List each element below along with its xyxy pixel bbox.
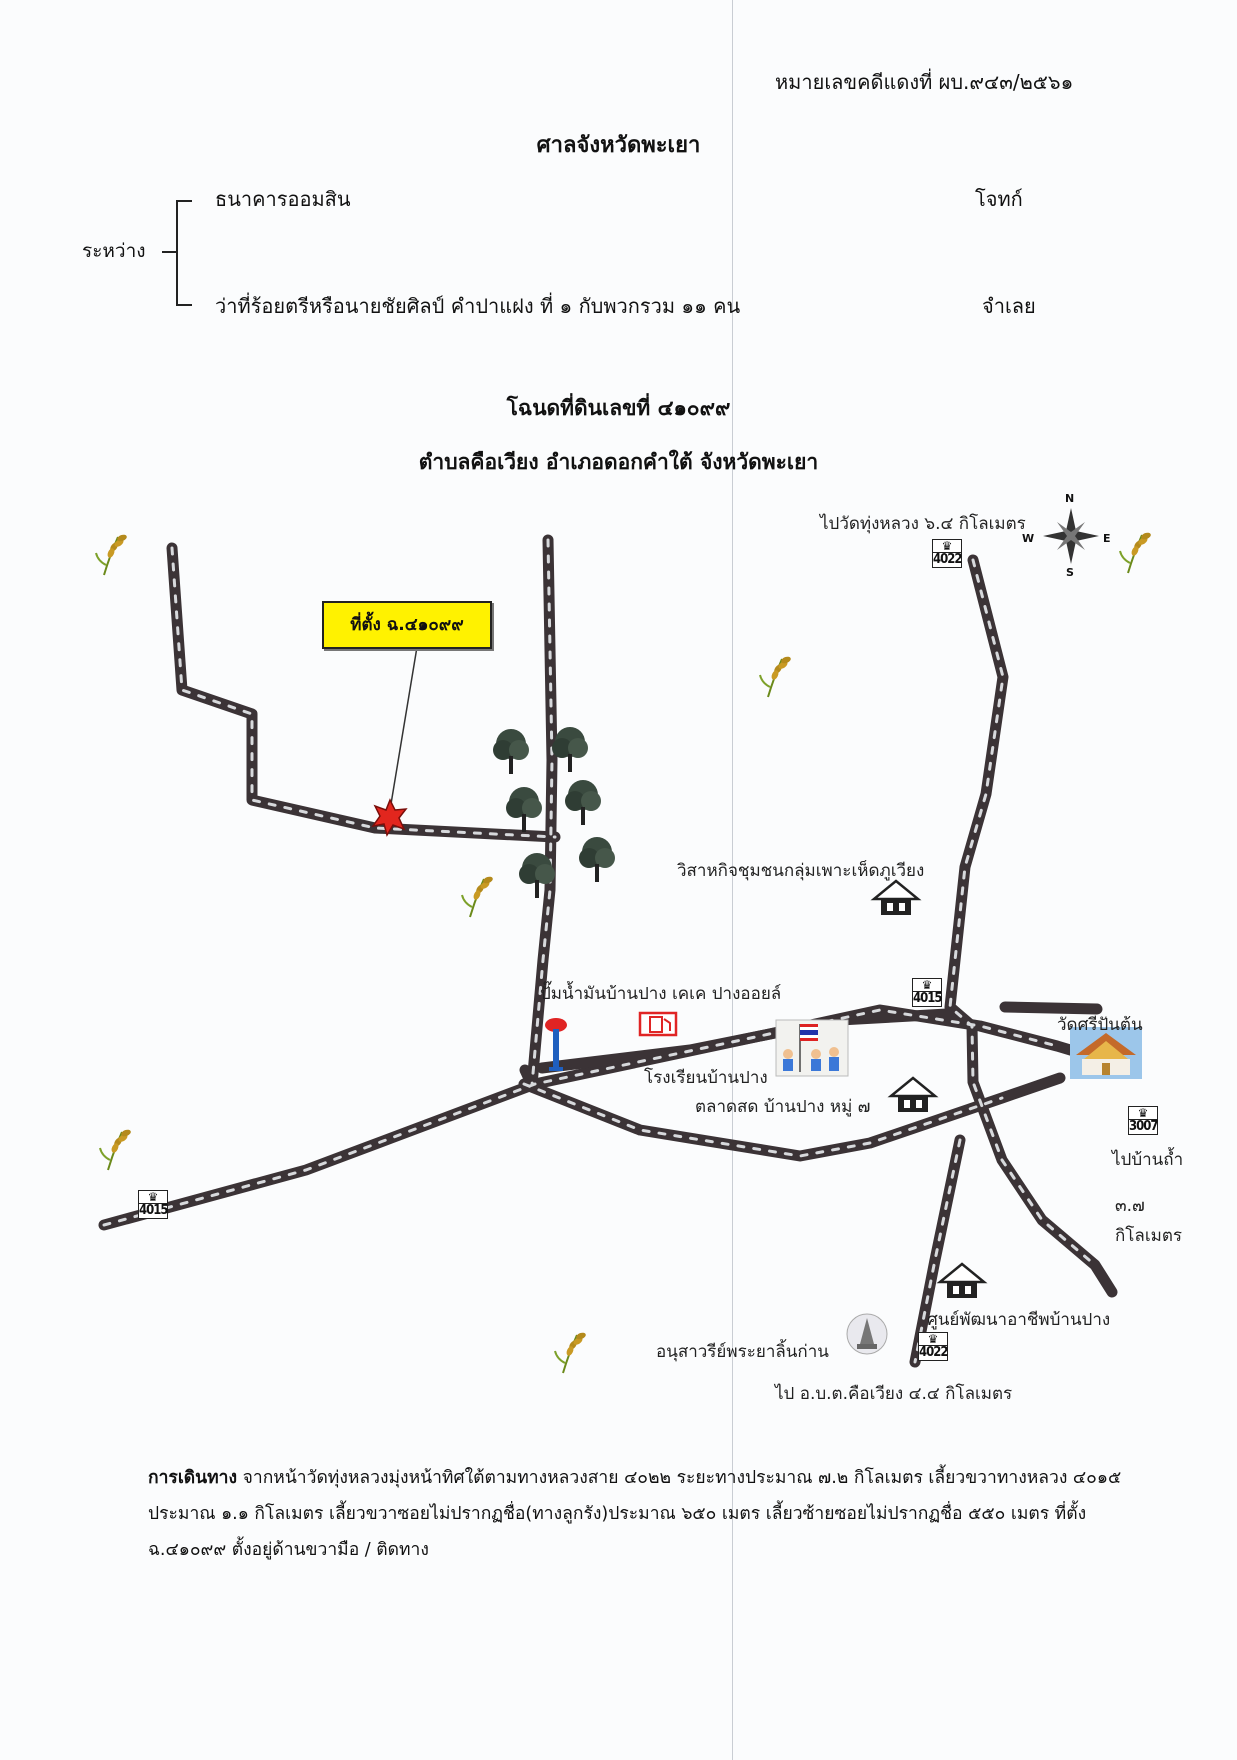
directions-text: จากหน้าวัดทุ่งหลวงมุ่งหน้าทิศใต้ตามทางหล… (148, 1468, 1122, 1560)
label-career-center: ศูนย์พัฒนาอาชีพบ้านปาง (927, 1310, 1111, 1330)
label-to-ban-tham: ไปบ้านถ้ำ (1112, 1150, 1184, 1170)
school-flag-icon (775, 1019, 849, 1077)
brace-tick (162, 251, 176, 253)
defendant-role: จำเลย (982, 294, 1036, 318)
star-marker-icon (371, 798, 408, 837)
court-name: ศาลจังหวัดพะเยา (536, 133, 701, 158)
location-title: ตำบลคือเวียง อำเภอดอกคำใต้ จังหวัดพะเยา (418, 450, 819, 474)
tree-icon (565, 780, 601, 825)
road-shield-4015-east: ♛4015 (912, 978, 943, 1007)
fuel-pump-icon (638, 1011, 678, 1037)
rice-plant-icon (759, 654, 793, 698)
rice-plant-icon (461, 874, 495, 918)
label-to-wat-thung-luang: ไปวัดทุ่งหลวง ๖.๔ กิโลเมตร (820, 514, 1026, 534)
label-to-ban-tham-unit: กิโลเมตร (1115, 1226, 1183, 1246)
monument-icon (846, 1313, 888, 1355)
compass-east-label: E (1103, 532, 1111, 545)
road-shield-3007: ♛3007 (1128, 1106, 1159, 1135)
house-icon (938, 1262, 986, 1300)
label-wat-si-pin-ton: วัดศรีปันต้น (1057, 1015, 1143, 1035)
label-school: โรงเรียนบ้านปาง (644, 1068, 768, 1088)
plaintiff-role: โจทก์ (975, 187, 1023, 211)
label-to-obt: ไป อ.บ.ต.คือเวียง ๔.๔ กิโลเมตร (775, 1384, 1013, 1404)
compass-north-label: N (1065, 492, 1075, 505)
directions-lead: การเดินทาง (148, 1468, 238, 1488)
rice-plant-icon (554, 1330, 588, 1374)
label-to-ban-tham-distance: ๓.๗ (1115, 1196, 1145, 1216)
case-number: หมายเลขคดีแดงที่ ผบ.๙๔๓/๒๕๖๑ (775, 70, 1074, 94)
directions-paragraph: การเดินทาง จากหน้าวัดทุ่งหลวงมุ่งหน้าทิศ… (148, 1460, 1138, 1568)
rice-plant-icon (95, 532, 129, 576)
label-mushroom-enterprise: วิสาหกิจชุมชนกลุ่มเพาะเห็ดภูเวียง (677, 861, 925, 881)
plaintiff-name: ธนาคารออมสิน (215, 187, 351, 211)
compass-south-label: S (1066, 566, 1074, 579)
house-icon (872, 879, 920, 917)
tree-icon (506, 787, 542, 832)
label-monument: อนุสาวรีย์พระยาลิ้นก่าน (656, 1342, 829, 1362)
page-fold-line (732, 0, 733, 1760)
label-market: ตลาดสด บ้านปาง หมู่ ๗ (695, 1097, 871, 1117)
house-icon (889, 1076, 937, 1114)
between-label: ระหว่าง (82, 240, 146, 262)
tree-icon (579, 837, 615, 882)
deed-title: โฉนดที่ดินเลขที่ ๔๑๐๙๙ (506, 396, 731, 420)
road-shield-4022-south: ♛4022 (918, 1332, 949, 1361)
compass-west-label: W (1022, 532, 1035, 545)
label-gas-station: ปั๊มน้ำมันบ้านปาง เคเค ปางออยล์ (540, 984, 782, 1004)
rice-plant-icon (1119, 530, 1153, 574)
water-tower-icon (545, 1018, 567, 1071)
road-shield-4022-north: ♛4022 (932, 539, 963, 568)
road-shield-4015-west: ♛4015 (138, 1190, 169, 1219)
brace (176, 200, 192, 306)
rice-plant-icon (99, 1127, 133, 1171)
temple-icon (1070, 1027, 1142, 1079)
tree-icon (493, 729, 529, 774)
site-callout: ที่ตั้ง ฉ.๔๑๐๙๙ (322, 601, 492, 649)
defendant-name: ว่าที่ร้อยตรีหรือนายชัยศิลป์ คำปาแฝง ที่… (215, 294, 741, 318)
compass-rose-icon (1043, 508, 1099, 564)
